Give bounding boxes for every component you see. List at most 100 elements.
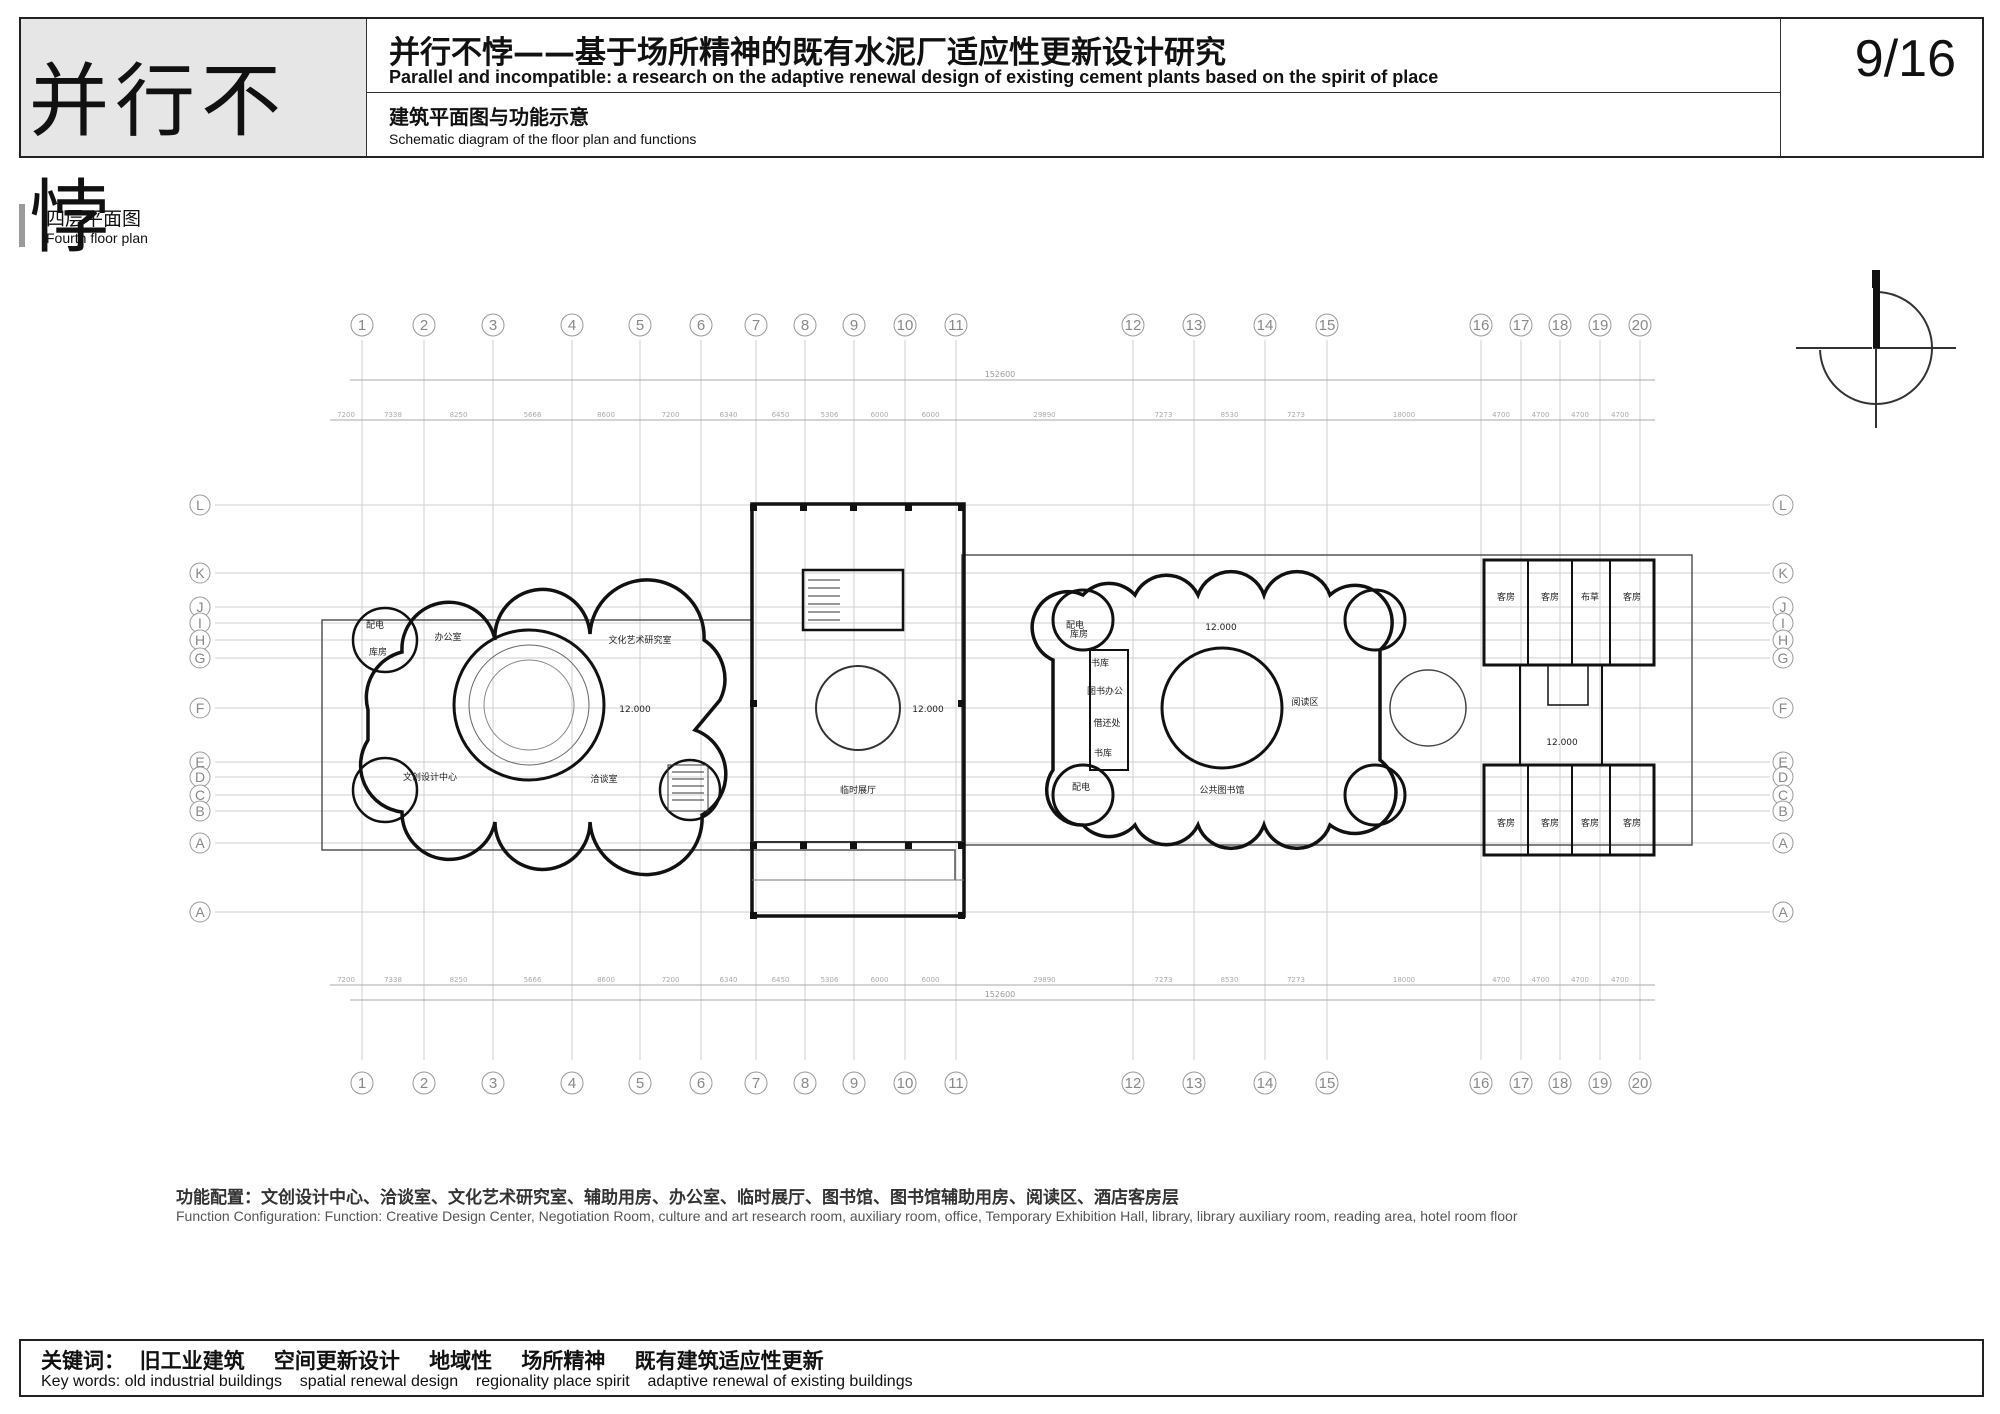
- axis-label: B: [1778, 803, 1787, 819]
- dimension-text: 7273: [1287, 976, 1305, 984]
- dimension-text: 29890: [1033, 976, 1055, 984]
- axis-label: 9: [850, 317, 858, 334]
- west-room-label: 配电: [366, 619, 384, 631]
- axis-bubble: [412, 1071, 436, 1095]
- axis-label: 17: [1513, 1075, 1530, 1092]
- axis-label: L: [1779, 497, 1787, 513]
- dimension-text: 4700: [1571, 411, 1589, 419]
- axis-label: 14: [1257, 317, 1274, 334]
- axis-label: 7: [752, 1075, 760, 1092]
- dimension-text: 7200: [337, 976, 355, 984]
- hotel-room-label: 客房: [1623, 591, 1641, 603]
- west-room-label: 办公室: [434, 631, 461, 643]
- middle-building: [750, 502, 966, 919]
- dimension-text: 4700: [1492, 411, 1510, 419]
- middle-room-label: 临时展厅: [840, 784, 876, 796]
- dimension-text: 8250: [450, 411, 468, 419]
- axis-label: A: [1778, 835, 1788, 851]
- axis-label: I: [1781, 615, 1785, 631]
- axis-bubble: [744, 313, 768, 337]
- axis-bubble: [1772, 901, 1794, 923]
- dimension-text: 6000: [922, 976, 940, 984]
- library-room-label: 配电: [1066, 619, 1084, 631]
- axis-label: D: [195, 769, 205, 785]
- hotel-room-label: 客房: [1623, 817, 1641, 829]
- axis-bubble: [842, 313, 866, 337]
- dimension-text: 7273: [1287, 411, 1305, 419]
- dimension-text: 8530: [1221, 411, 1239, 419]
- axis-label: 11: [948, 1075, 964, 1092]
- dimension-text: 4700: [1611, 411, 1629, 419]
- axis-label: G: [195, 650, 206, 666]
- hotel-room-label: 客房: [1541, 817, 1559, 829]
- keywords-chinese: 关键词： 旧工业建筑 空间更新设计 地域性 场所精神 既有建筑适应性更新: [41, 1349, 824, 1373]
- axis-label: 3: [489, 317, 497, 334]
- dimension-text: 18000: [1393, 976, 1415, 984]
- section-title-chinese: 四层平面图: [46, 208, 142, 230]
- axis-bubble: [744, 1071, 768, 1095]
- axis-bubbles: 1122334455667788991010111112121313141415…: [189, 313, 1794, 1095]
- axis-label: 18: [1552, 1075, 1569, 1092]
- axis-label: 17: [1513, 317, 1530, 334]
- axis-label: 8: [801, 1075, 809, 1092]
- west-stair: [667, 764, 709, 812]
- axis-bubble: [189, 494, 211, 516]
- axis-label: A: [195, 904, 205, 920]
- axis-bubble: [1772, 562, 1794, 584]
- axis-label: 4: [568, 1075, 576, 1092]
- library-room-label: 书库: [1094, 747, 1112, 759]
- axis-bubble: [560, 313, 584, 337]
- hotel-building: [1482, 558, 1656, 857]
- axis-label: 19: [1592, 1075, 1609, 1092]
- axis-bubble: [1315, 1071, 1339, 1095]
- dimension-text: 6450: [772, 411, 790, 419]
- dimension-text: 7200: [662, 411, 680, 419]
- dimension-text: 29890: [1033, 411, 1055, 419]
- dimension-text: 6000: [922, 411, 940, 419]
- axis-bubble: [350, 1071, 374, 1095]
- axis-bubble: [944, 1071, 968, 1095]
- keywords-block: 关键词： 旧工业建筑 空间更新设计 地域性 场所精神 既有建筑适应性更新 Key…: [19, 1339, 1984, 1397]
- axis-bubble: [1253, 1071, 1277, 1095]
- axis-label: 15: [1319, 317, 1336, 334]
- axis-label: 2: [420, 1075, 428, 1092]
- axis-bubble: [1469, 313, 1493, 337]
- library-room-label: 库房: [1070, 628, 1088, 640]
- hotel-room-label: 12.000: [1546, 738, 1578, 748]
- west-room-label: 文创设计中心: [403, 771, 457, 783]
- west-building: [351, 578, 728, 877]
- dimension-text: 7338: [384, 976, 402, 984]
- library-room-label: 配电: [1072, 781, 1090, 793]
- axis-bubble: [1253, 313, 1277, 337]
- axis-label: 15: [1319, 1075, 1336, 1092]
- dimension-text: 4700: [1611, 976, 1629, 984]
- axis-bubble: [1121, 313, 1145, 337]
- library-room-label: 12.000: [1205, 623, 1237, 633]
- axis-bubble: [793, 1071, 817, 1095]
- subtitle-chinese: 建筑平面图与功能示意: [389, 105, 589, 129]
- subtitle-english: Schematic diagram of the floor plan and …: [389, 131, 697, 147]
- axis-bubble: [628, 1071, 652, 1095]
- axis-bubble: [842, 1071, 866, 1095]
- axis-bubble: [189, 800, 211, 822]
- middle-room-label: 12.000: [912, 705, 944, 715]
- axis-label: 10: [897, 1075, 914, 1092]
- title-cell: 并行不悖——基于场所精神的既有水泥厂适应性更新设计研究 Parallel and…: [367, 19, 1781, 156]
- dimension-text: 4700: [1532, 411, 1550, 419]
- axis-bubble: [560, 1071, 584, 1095]
- axis-label: C: [1778, 787, 1788, 803]
- axis-label: H: [1778, 632, 1788, 648]
- axis-bubble: [944, 313, 968, 337]
- axis-bubble: [689, 313, 713, 337]
- total-dimension-text: 152600: [985, 370, 1016, 379]
- axis-label: J: [1780, 599, 1787, 615]
- axis-bubble: [793, 313, 817, 337]
- building-outlines: [321, 554, 1693, 880]
- axis-bubble: [1182, 313, 1206, 337]
- dimension-text: 8600: [597, 976, 615, 984]
- axis-label: E: [195, 754, 204, 770]
- library-room-label: 书库: [1091, 657, 1109, 669]
- library-room-label: 图书办公: [1087, 685, 1123, 697]
- west-room-label: 12.000: [619, 705, 651, 715]
- dimension-text: 8250: [450, 976, 468, 984]
